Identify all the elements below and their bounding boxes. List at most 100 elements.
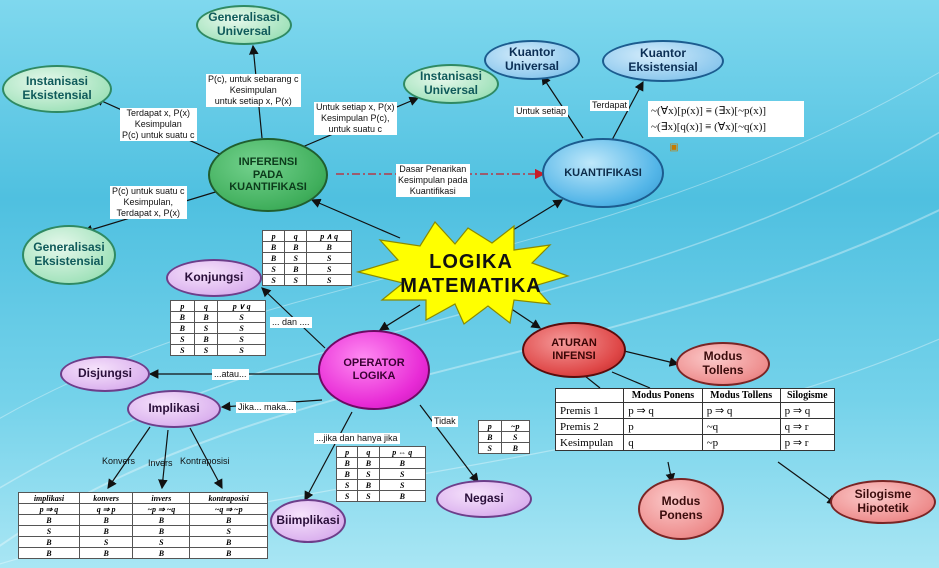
text-line: Implikasi <box>148 401 200 416</box>
text-line: P(c), untuk sebarang c <box>208 74 299 84</box>
table-cell: S <box>306 252 352 264</box>
node-instanisasi-universal[interactable]: Instanisasi Universal <box>403 64 499 104</box>
text-line: Kuantifikasi <box>409 186 456 196</box>
table-cell: p ⇒ q <box>779 402 836 419</box>
label-untuk-setiap: Untuk setiap <box>514 106 569 117</box>
text-line: Kuantor Universal <box>504 45 560 73</box>
text-line: untuk setiap x, P(x) <box>214 96 292 106</box>
table-cell: S <box>170 344 195 356</box>
text-line: Kuantor Eksistensial <box>628 46 698 74</box>
table-cell: p ⇒ q <box>623 402 703 419</box>
label-konvers: Konvers <box>102 456 136 466</box>
table-cell: B <box>132 525 191 537</box>
edge-implikasi-kontraposisi <box>189 427 223 490</box>
table-cell: Kesimpulan <box>554 434 625 451</box>
label-tidak: Tidak <box>432 416 458 427</box>
node-modus-tollens[interactable]: Modus Tollens <box>676 342 770 386</box>
table-row: Modus Ponens Modus Tollens Silogisme <box>554 388 836 403</box>
table-cell: B <box>335 468 359 480</box>
text-line: KUANTIFIKASI <box>564 166 642 179</box>
table-row: p~p <box>478 420 531 432</box>
table-cell: S <box>189 525 268 537</box>
node-aturan-infensi[interactable]: ATURAN INFENSI <box>522 322 626 378</box>
node-generalisasi-eksistensial[interactable]: Generalisasi Eksistensial <box>22 225 116 285</box>
edge-operator-biimplikasi <box>304 411 353 502</box>
text-line: Generalisasi Eksistensial <box>33 240 105 268</box>
table-cell: B <box>261 241 286 253</box>
table-cell: S <box>261 263 286 275</box>
label-terdapat: Terdapat <box>590 100 630 111</box>
node-negasi[interactable]: Negasi <box>436 480 532 518</box>
text-line: Dasar Penarikan <box>399 164 467 174</box>
table-cell: B <box>357 457 380 469</box>
table-cell: p <box>261 230 286 242</box>
node-implikasi[interactable]: Implikasi <box>127 390 221 428</box>
table-cell: B <box>78 514 134 526</box>
edge-implikasi-invers <box>158 429 169 490</box>
table-cell: S <box>378 479 426 491</box>
edge-kuantifikasi-kuantor-eksistensial <box>611 80 644 141</box>
node-inferensi-pada-kuantifikasi[interactable]: INFERENSI PADA KUANTIFIKASI <box>208 138 328 212</box>
node-operator-logika[interactable]: OPERATOR LOGIKA <box>318 330 430 410</box>
table-cell: q ⇒ r <box>779 418 836 435</box>
table-cell: q <box>193 300 219 312</box>
table-cell: B <box>78 547 134 559</box>
table-cell: p ⇒ q <box>701 402 781 419</box>
node-silogisme-hipotetik[interactable]: Silogisme Hipotetik <box>830 480 936 524</box>
node-instanisasi-eksistensial[interactable]: Instanisasi Eksistensial <box>2 65 112 113</box>
table-cell: S <box>132 536 191 548</box>
table-cell: S <box>217 344 266 356</box>
table-cell: S <box>284 274 308 286</box>
node-generalisasi-universal[interactable]: Generalisasi Universal <box>196 5 292 45</box>
table-cell: B <box>378 490 426 502</box>
node-konjungsi[interactable]: Konjungsi <box>166 259 262 297</box>
table-cell: B <box>306 241 352 253</box>
label-dan: ... dan .... <box>270 317 312 328</box>
table-cell: B <box>193 311 219 323</box>
text-line: Modus Tollens <box>702 349 744 377</box>
node-kuantifikasi[interactable]: KUANTIFIKASI <box>542 138 664 208</box>
node-disjungsi[interactable]: Disjungsi <box>60 356 150 392</box>
text-line: Kesimpulan <box>229 85 277 95</box>
node-kuantor-universal[interactable]: Kuantor Universal <box>484 40 580 80</box>
node-modus-ponens[interactable]: Modus Ponens <box>638 478 724 540</box>
table-cell: p <box>623 418 703 435</box>
label-jika-hanya-jika: ...jika dan hanya jika <box>314 433 400 444</box>
edge-aturan-modus-tollens <box>619 349 680 367</box>
node-biimplikasi[interactable]: Biimplikasi <box>270 499 346 543</box>
kuantor-negation-formulas: ~(∀x)[p(x)] ≡ (∃x)[~p(x)] ~(∃x)[q(x)] ≡ … <box>648 101 804 137</box>
text-line: P(c) untuk suatu c <box>112 186 185 196</box>
node-kuantor-eksistensial[interactable]: Kuantor Eksistensial <box>602 40 724 82</box>
table-cell: Premis 1 <box>554 402 625 419</box>
text-line: Generalisasi Universal <box>208 10 280 38</box>
center-title: LOGIKA MATEMATIKA <box>386 250 556 298</box>
table-cell: B <box>18 514 80 526</box>
label-invers: Invers <box>148 458 173 468</box>
edge-table-silogisme <box>777 461 837 505</box>
text-line: OPERATOR LOGIKA <box>343 357 405 382</box>
table-cell: B <box>78 525 134 537</box>
label-kontraposisi: Kontraposisi <box>180 456 230 466</box>
table-cell: p ⇔ q <box>378 446 426 458</box>
table-cell: B <box>189 547 268 559</box>
edge-aturan-table-right <box>611 371 651 389</box>
label-instanisasi-universal: Untuk setiap x, P(x)Kesimpulan P(c),untu… <box>314 102 397 135</box>
table-cell: Modus Tollens <box>701 388 781 403</box>
table-cell: q <box>357 446 380 458</box>
table-cell: p ⇒ r <box>779 434 836 451</box>
table-cell: B <box>357 479 380 491</box>
